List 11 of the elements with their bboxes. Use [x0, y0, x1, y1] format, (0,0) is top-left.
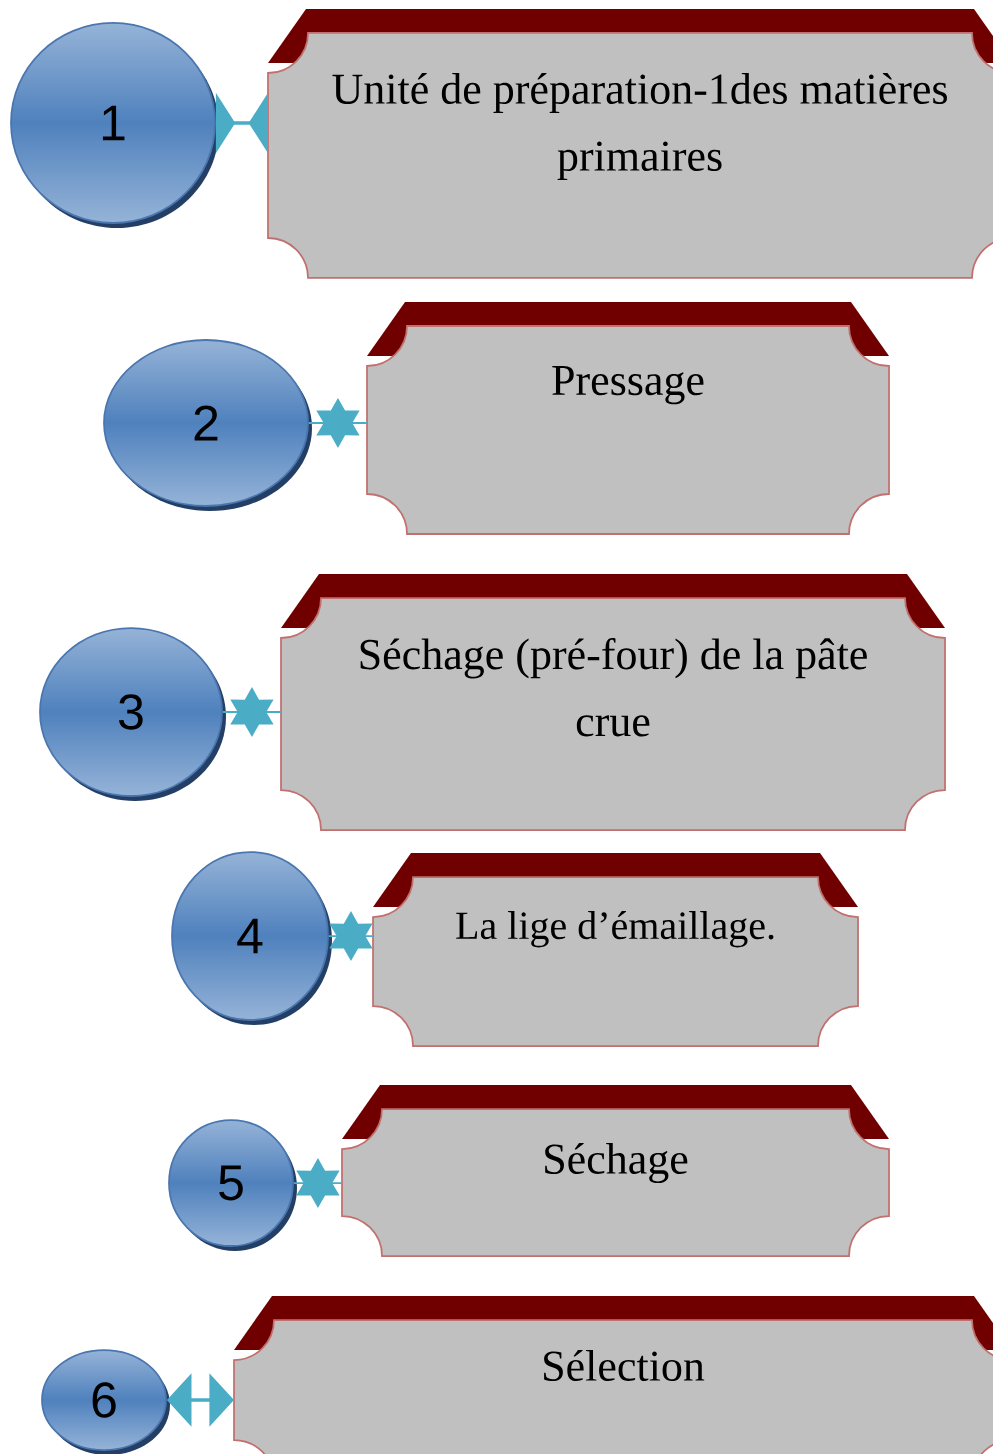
step-box: Sélection — [233, 1296, 993, 1454]
connector-arrow — [293, 1158, 343, 1208]
connector-arrow — [328, 911, 374, 961]
step-box: Unité de préparation-1des matières primaires — [267, 9, 993, 279]
connector-arrow — [215, 92, 268, 154]
connector-arrow — [308, 398, 368, 448]
step-box: Pressage — [366, 302, 890, 535]
step-box: Séchage — [341, 1085, 890, 1257]
step-box: Séchage (pré-four) de la pâte crue — [280, 574, 946, 831]
step-box: La lige d’émaillage. — [372, 853, 859, 1047]
connector-arrow — [222, 687, 282, 737]
